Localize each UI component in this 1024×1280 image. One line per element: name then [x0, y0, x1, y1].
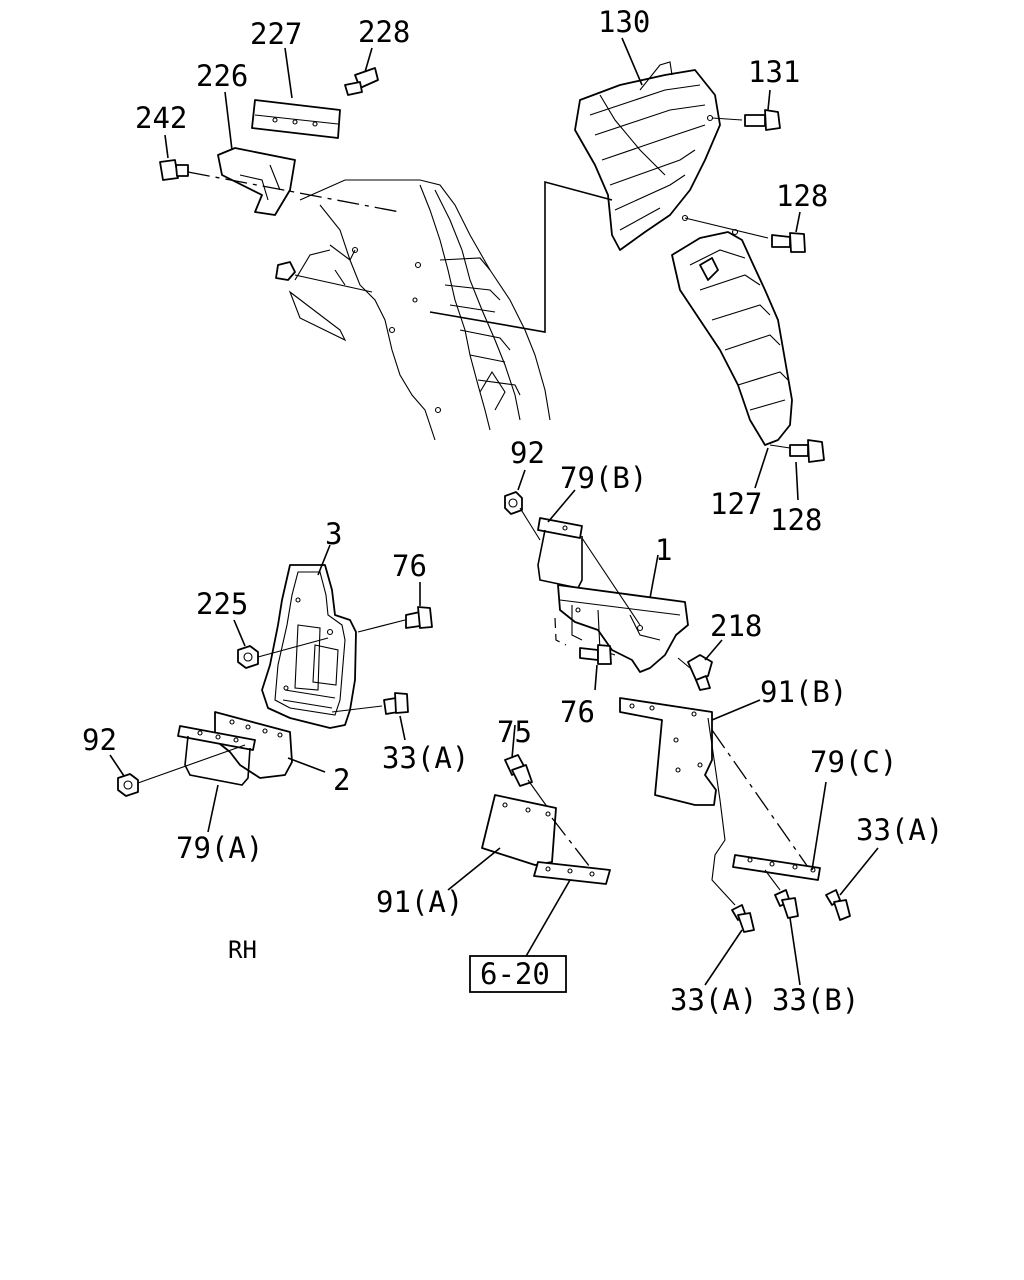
- callout-33a-bottom: 33(A): [670, 983, 757, 1017]
- callout-227: 227: [250, 17, 302, 51]
- callout-79b: 79(B): [560, 461, 647, 495]
- side-label: RH: [228, 936, 257, 964]
- callout-76-lower: 76: [560, 695, 595, 729]
- shield-130: [574, 61, 721, 251]
- bracket-79b: [537, 517, 583, 589]
- bolt-33b: [774, 889, 799, 919]
- callout-128-upper: 128: [776, 179, 828, 213]
- bolt-131: [711, 109, 781, 131]
- bolt-76-upper: [357, 606, 433, 633]
- callout-75: 75: [497, 715, 532, 749]
- bolt-76-lower: [579, 644, 612, 665]
- callout-76-upper: 76: [392, 549, 427, 583]
- bolt-242: [159, 159, 401, 213]
- stay-6-20: [533, 861, 611, 885]
- bracket-1: [554, 537, 689, 673]
- callout-1: 1: [655, 533, 672, 567]
- bracket-91b: [619, 697, 811, 906]
- bracket-91a: [481, 794, 601, 881]
- callout-228: 228: [358, 15, 410, 49]
- callout-130: 130: [598, 5, 650, 39]
- clip-218: [677, 654, 713, 691]
- callout-33b: 33(B): [772, 983, 859, 1017]
- callout-92-right: 92: [510, 436, 545, 470]
- bracket-79a: [177, 725, 256, 786]
- callout-127: 127: [710, 487, 762, 521]
- bolt-33a-left: [331, 692, 409, 715]
- bolt-228: [344, 67, 379, 96]
- nut-panel: [275, 261, 373, 293]
- bracket-127: [671, 228, 793, 446]
- bolt-33a-right: [825, 889, 851, 921]
- bolt-128-lower: [769, 439, 825, 463]
- nut-225: [237, 637, 329, 669]
- callout-2: 2: [333, 763, 350, 797]
- bracket-226: [217, 147, 296, 216]
- bolt-128-upper: [684, 217, 806, 253]
- bolt-75: [504, 754, 549, 809]
- bolt-33a-bottom: [731, 904, 755, 933]
- callout-218: 218: [710, 609, 762, 643]
- callout-33a-left: 33(A): [382, 741, 469, 775]
- reference-box-label: 6-20: [480, 957, 550, 991]
- leader-lines: [109, 37, 879, 986]
- callout-79a: 79(A): [176, 831, 263, 865]
- reference-box: 6-20: [469, 955, 567, 993]
- leader-shield-to-panel: [429, 180, 613, 333]
- callout-131: 131: [748, 55, 800, 89]
- nut-92-left: [117, 744, 246, 797]
- nut-92-right: [504, 491, 541, 541]
- callout-91b: 91(B): [760, 675, 847, 709]
- plate-3: [261, 564, 357, 729]
- callout-91a: 91(A): [376, 885, 463, 919]
- callout-226: 226: [196, 59, 248, 93]
- bracket-227: [251, 99, 341, 139]
- callout-242: 242: [135, 101, 187, 135]
- callout-92-left: 92: [82, 723, 117, 757]
- callout-79c: 79(C): [810, 745, 897, 779]
- bracket-79c: [732, 854, 821, 891]
- callout-3: 3: [325, 517, 342, 551]
- body-panel-outline: [288, 179, 551, 441]
- callout-33a-right: 33(A): [856, 813, 943, 847]
- callout-225: 225: [196, 587, 248, 621]
- callout-128-lower: 128: [770, 503, 822, 537]
